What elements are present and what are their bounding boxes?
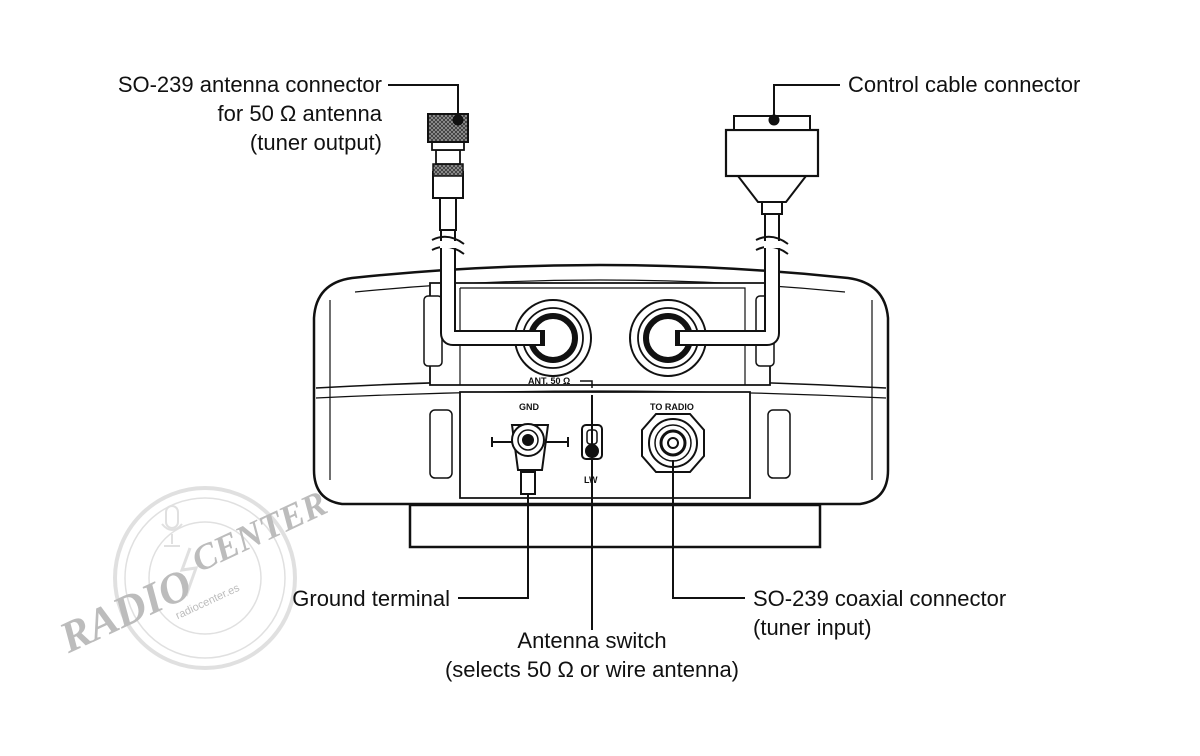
leader-lines: [388, 84, 840, 630]
callout-so239-coax-line2: (tuner input): [753, 615, 872, 640]
lower-panel: [459, 391, 751, 499]
microphone-icon: [161, 505, 183, 547]
callout-control-cable: Control cable connector: [848, 70, 1080, 99]
panel-label-ant: ANT. 50 Ω: [528, 376, 570, 386]
callout-antenna-switch: Antenna switch (selects 50 Ω or wire ant…: [392, 626, 792, 684]
callout-so239-antenna-line3: (tuner output): [249, 130, 382, 155]
panel-label-gnd: GND: [519, 402, 540, 412]
control-cable: [660, 114, 820, 346]
callout-so239-antenna-line1: SO-239 antenna connector: [117, 72, 382, 97]
to-radio-connector: [641, 413, 705, 473]
callout-so239-antenna-line2: for 50 Ω antenna: [217, 101, 382, 126]
antenna-cable: [427, 113, 545, 346]
knurled-collar: [432, 163, 464, 177]
panel-label-to-radio: TO RADIO: [650, 402, 694, 412]
callout-so239-antenna: SO-239 antenna connector for 50 Ω antenn…: [40, 70, 382, 157]
callout-so239-coax: SO-239 coaxial connector (tuner input): [753, 584, 1006, 642]
callout-ground-terminal: Ground terminal: [200, 584, 450, 613]
tuner-housing: [312, 263, 890, 549]
base-plate: [408, 503, 822, 549]
watermark: [113, 486, 297, 670]
control-socket: [629, 299, 707, 377]
callout-ground-terminal-line1: Ground terminal: [292, 586, 450, 611]
callout-antenna-switch-line2: (selects 50 Ω or wire antenna): [444, 657, 740, 682]
callout-so239-coax-line1: SO-239 coaxial connector: [753, 586, 1007, 611]
callout-antenna-switch-line1: Antenna switch: [517, 628, 667, 653]
callout-control-cable-line1: Control cable connector: [848, 72, 1081, 97]
